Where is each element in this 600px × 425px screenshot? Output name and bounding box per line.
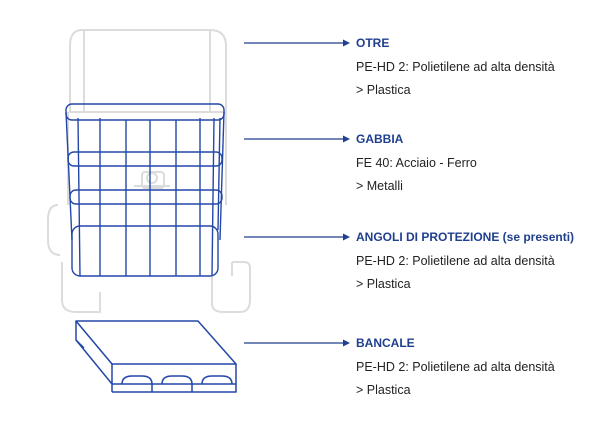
- leader-arrows: [244, 39, 350, 347]
- label-category: > Plastica: [356, 277, 411, 291]
- label-gabbia: GABBIA FE 40: Acciaio - Ferro > Metalli: [356, 131, 600, 194]
- label-angoli-di-protezione: ANGOLI DI PROTEZIONE (se presenti) PE-HD…: [356, 229, 600, 292]
- label-title: BANCALE: [356, 336, 415, 350]
- label-category: > Plastica: [356, 83, 411, 97]
- label-title: ANGOLI DI PROTEZIONE (se presenti): [356, 230, 575, 244]
- label-material: PE-HD 2: Polietilene ad alta densità: [356, 254, 555, 268]
- label-category: > Metalli: [356, 179, 403, 193]
- label-material: FE 40: Acciaio - Ferro: [356, 156, 477, 170]
- label-bancale: BANCALE PE-HD 2: Polietilene ad alta den…: [356, 335, 600, 398]
- cage-illustration: [65, 103, 225, 277]
- label-title: GABBIA: [356, 132, 404, 146]
- label-material: PE-HD 2: Polietilene ad alta densità: [356, 360, 555, 374]
- label-title: OTRE: [356, 36, 390, 50]
- label-category: > Plastica: [356, 383, 411, 397]
- tank-illustration: [47, 29, 251, 313]
- label-otre: OTRE PE-HD 2: Polietilene ad alta densit…: [356, 35, 600, 98]
- label-material: PE-HD 2: Polietilene ad alta densità: [356, 60, 555, 74]
- pallet-illustration: [75, 320, 237, 393]
